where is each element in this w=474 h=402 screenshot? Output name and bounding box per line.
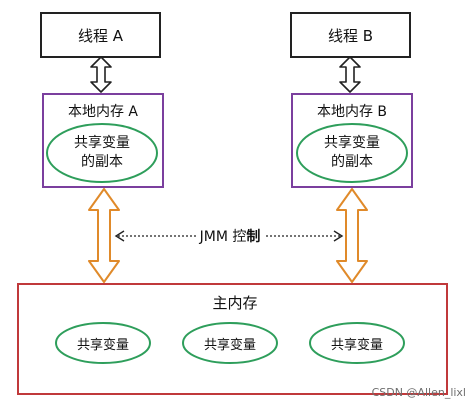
thread-b-link-arrow	[339, 56, 361, 93]
local-copy-b-text: 共享变量 的副本	[297, 133, 407, 173]
local-memory-a-title: 本地内存 A	[67, 104, 139, 120]
shared-var-2-label: 共享变量	[203, 337, 256, 353]
thread-a-link-arrow	[90, 56, 112, 93]
shared-var-2-ellipse	[182, 322, 278, 364]
thread-a-box	[40, 12, 161, 58]
sync-arrow-a	[88, 188, 120, 283]
sync-arrow-b	[336, 188, 368, 283]
local-copy-b-line2: 的副本	[331, 154, 373, 170]
local-copy-b-line1: 共享变量	[324, 135, 380, 151]
csdn-watermark: CSDN @Allen_lixl	[371, 385, 466, 399]
shared-var-1-ellipse	[55, 322, 151, 364]
shared-var-3-label: 共享变量	[330, 337, 383, 353]
local-copy-a-ellipse	[46, 123, 158, 183]
thread-b-label: 线程 B	[327, 26, 374, 45]
thread-a-label: 线程 A	[77, 26, 124, 45]
thread-b-box	[290, 12, 411, 58]
local-copy-a-line2: 的副本	[81, 154, 123, 170]
local-copy-a-line1: 共享变量	[74, 135, 130, 151]
local-copy-b-ellipse	[296, 123, 408, 183]
main-memory-title: 主内存	[212, 293, 258, 312]
jmm-control-label: JMM 控制	[195, 226, 265, 246]
jmm-arrowhead-left	[114, 230, 125, 242]
local-memory-b-title: 本地内存 B	[316, 104, 388, 120]
shared-var-1-label: 共享变量	[76, 337, 129, 353]
shared-var-3-ellipse	[309, 322, 405, 364]
local-copy-a-text: 共享变量 的副本	[47, 133, 157, 173]
jmm-arrowhead-right	[333, 230, 344, 242]
jmm-control-label-wrap: JMM 控制	[180, 226, 280, 246]
